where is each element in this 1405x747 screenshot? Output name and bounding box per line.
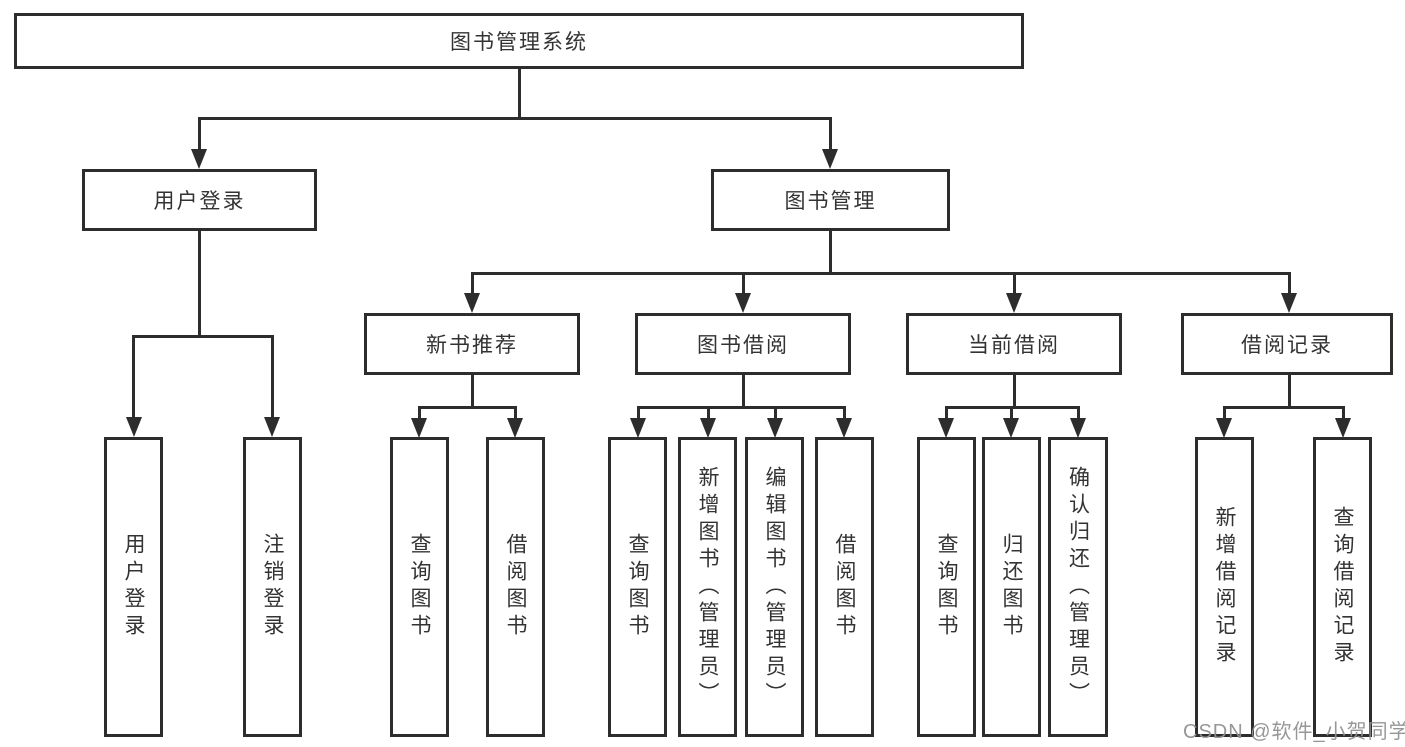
connector-line [471,272,1290,275]
leaf-return-books-label: 归还图书 [1000,533,1023,641]
arrow-down-icon [1281,293,1297,313]
leaf-confirm-return-admin-label: 确认归还（管理员） [1066,465,1090,709]
node-user-login: 用户登录 [82,169,317,231]
connector-line [418,406,421,419]
leaf-user-login: 用户登录 [104,437,163,737]
arrow-down-icon [411,418,427,438]
leaf-query-books-borrow-label: 查询图书 [626,533,649,641]
connector-line [742,375,745,406]
connector-line [1013,375,1016,406]
node-library-system-label: 图书管理系统 [450,31,588,54]
node-current-borrow: 当前借阅 [906,313,1122,375]
leaf-borrow-books-recommend-label: 借阅图书 [504,533,527,641]
connector-line [829,117,832,150]
node-user-login-label: 用户登录 [153,190,246,213]
arrow-down-icon [264,417,280,437]
arrow-down-icon [1003,418,1019,438]
connector-line [1077,406,1080,419]
arrow-down-icon [126,417,142,437]
connector-line [1342,406,1345,419]
connector-line [198,231,201,335]
connector-line [132,335,135,418]
arrow-down-icon [630,418,646,438]
leaf-borrow-books-label: 借阅图书 [833,533,856,641]
node-new-book-recommend: 新书推荐 [364,313,580,375]
leaf-add-borrow-record-label: 新增借阅记录 [1213,506,1236,668]
arrow-down-icon [1070,418,1086,438]
leaf-return-books: 归还图书 [982,437,1041,737]
connector-line [707,406,710,419]
arrow-down-icon [836,418,852,438]
connector-line [742,272,745,293]
leaf-query-books-borrow: 查询图书 [608,437,667,737]
connector-line [133,335,274,338]
leaf-confirm-return-admin: 确认归还（管理员） [1048,437,1108,737]
connector-line [198,117,201,150]
leaf-edit-book-admin-label: 编辑图书（管理员） [763,465,786,709]
connector-line [1013,272,1016,293]
connector-line [418,406,517,409]
connector-line [637,406,846,409]
node-book-management: 图书管理 [711,169,950,231]
node-book-management-label: 图书管理 [784,190,877,213]
connector-line [1288,272,1291,293]
leaf-logout-label: 注销登录 [261,533,284,641]
arrow-down-icon [938,418,954,438]
connector-line [1223,406,1344,409]
node-library-system: 图书管理系统 [14,13,1024,69]
connector-line [637,406,640,419]
leaf-query-borrow-record-label: 查询借阅记录 [1331,506,1354,668]
connector-line [518,69,521,118]
connector-line [843,406,846,419]
connector-line [1223,406,1226,419]
leaf-logout: 注销登录 [243,437,302,737]
node-borrow-records-label: 借阅记录 [1241,334,1333,357]
arrow-down-icon [822,149,838,169]
connector-line [471,272,474,293]
connector-line [198,117,832,120]
arrow-down-icon [1335,418,1351,438]
connector-line [1288,375,1291,406]
leaf-edit-book-admin: 编辑图书（管理员） [745,437,804,737]
connector-line [1010,406,1013,419]
leaf-add-book-admin: 新增图书（管理员） [678,437,737,737]
arrow-down-icon [735,293,751,313]
node-book-borrow-label: 图书借阅 [697,334,789,357]
arrow-down-icon [507,418,523,438]
connector-line [514,406,517,419]
leaf-query-books-recommend-label: 查询图书 [408,533,431,641]
arrow-down-icon [464,293,480,313]
arrow-down-icon [191,149,207,169]
leaf-borrow-books-recommend: 借阅图书 [486,437,545,737]
node-new-book-recommend-label: 新书推荐 [426,334,518,357]
connector-line [945,406,948,419]
node-book-borrow: 图书借阅 [635,313,851,375]
leaf-query-borrow-record: 查询借阅记录 [1313,437,1372,737]
leaf-borrow-books: 借阅图书 [815,437,874,737]
leaf-add-book-admin-label: 新增图书（管理员） [696,465,719,709]
connector-line [271,335,274,418]
connector-line [471,375,474,406]
node-current-borrow-label: 当前借阅 [968,334,1060,357]
leaf-user-login-label: 用户登录 [122,533,145,641]
leaf-add-borrow-record: 新增借阅记录 [1195,437,1254,737]
leaf-query-books-current-label: 查询图书 [935,533,958,641]
connector-line [774,406,777,419]
arrow-down-icon [1216,418,1232,438]
node-borrow-records: 借阅记录 [1181,313,1393,375]
arrow-down-icon [1006,293,1022,313]
connector-line [829,231,832,272]
leaf-query-books-current: 查询图书 [917,437,976,737]
arrow-down-icon [767,418,783,438]
leaf-query-books-recommend: 查询图书 [390,437,449,737]
arrow-down-icon [700,418,716,438]
csdn-watermark: CSDN @软件_小贺同学 [1183,721,1405,743]
